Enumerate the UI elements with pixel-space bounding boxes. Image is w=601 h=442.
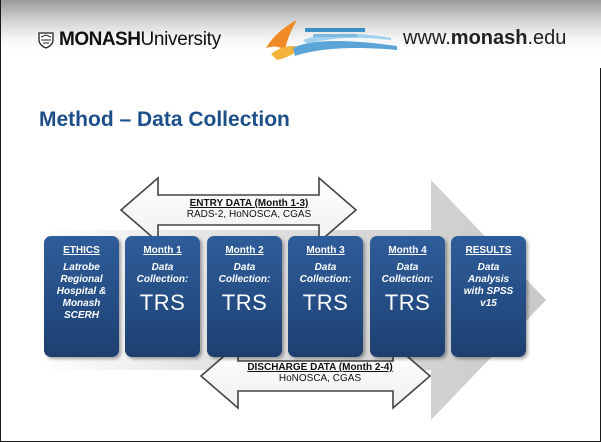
stage-heading: RESULTS [465, 245, 512, 256]
stage-month-4: Month 4 Data Collection: TRS [370, 236, 445, 357]
stage-heading: Month 1 [143, 245, 182, 256]
website-url: www.monash.edu [403, 27, 566, 50]
stage-line: Data [151, 262, 174, 273]
stage-line: Collection: [218, 274, 271, 285]
stage-month-2: Month 2 Data Collection: TRS [207, 236, 282, 357]
stage-line: v15 [480, 298, 497, 309]
stage-results: RESULTS Data Analysis with SPSS v15 [451, 236, 526, 357]
stage-measure: TRS [221, 290, 268, 315]
stage-month-3: Month 3 Data Collection: TRS [288, 236, 363, 357]
stage-line: Regional [60, 274, 103, 285]
discharge-data-measures: HoNOSCA, CGAS [278, 373, 362, 384]
entry-data-title: ENTRY DATA (Month 1-3) [189, 198, 309, 209]
university-name-light: University [140, 29, 221, 50]
stage-heading: Month 2 [225, 245, 264, 256]
entry-data-label: ENTRY DATA (Month 1-3) RADS-2, HoNOSCA, … [179, 198, 319, 220]
discharge-data-label: DISCHARGE DATA (Month 2-4) HoNOSCA, CGAS [247, 362, 393, 384]
url-domain: monash [450, 27, 528, 49]
stage-line: Hospital & [56, 286, 107, 297]
stage-line: Collection: [299, 274, 352, 285]
stage-heading: Month 3 [306, 245, 345, 256]
stage-ethics: ETHICS Latrobe Regional Hospital & Monas… [44, 236, 119, 357]
stage-measure: TRS [302, 290, 349, 315]
stage-measure: TRS [384, 290, 431, 315]
entry-data-measures: RADS-2, HoNOSCA, CGAS [186, 209, 312, 220]
university-name: MONASHUniversity [59, 29, 221, 51]
stage-body: Data Collection: [370, 262, 445, 286]
discharge-data-title: DISCHARGE DATA (Month 2-4) [247, 362, 393, 373]
monash-crest-icon [38, 32, 54, 49]
orange-blue-swoosh-logo [266, 20, 397, 60]
stage-line: Data [233, 262, 256, 273]
slide-header: MONASHUniversity www.monash.edu [1, 0, 601, 68]
url-prefix: www. [403, 27, 451, 49]
stage-month-1: Month 1 Data Collection: TRS [125, 236, 200, 357]
stage-line: Monash [62, 298, 101, 309]
stage-body: Data Analysis with SPSS v15 [451, 262, 526, 310]
stage-measure: TRS [139, 290, 186, 315]
entry-double-arrow [119, 176, 358, 244]
stage-body: Data Collection: [125, 262, 200, 286]
stage-line: Collection: [381, 274, 434, 285]
university-name-strong: MONASH [59, 29, 141, 50]
stage-line: Data [396, 262, 419, 273]
url-suffix: .edu [527, 27, 567, 49]
stage-body: Latrobe Regional Hospital & Monash SCERH [44, 262, 119, 322]
stage-line: Data [477, 262, 500, 273]
stage-line: Analysis [467, 274, 510, 285]
stage-line: SCERH [63, 310, 99, 321]
stage-body: Data Collection: [207, 262, 282, 286]
slide-title: Method – Data Collection [39, 108, 290, 131]
stage-heading: ETHICS [63, 245, 100, 256]
stage-heading: Month 4 [388, 245, 427, 256]
stage-line: Latrobe [63, 262, 100, 273]
stage-line: Data [314, 262, 337, 273]
stage-line: with SPSS [463, 286, 514, 297]
stage-line: Collection: [136, 274, 189, 285]
stage-body: Data Collection: [288, 262, 363, 286]
